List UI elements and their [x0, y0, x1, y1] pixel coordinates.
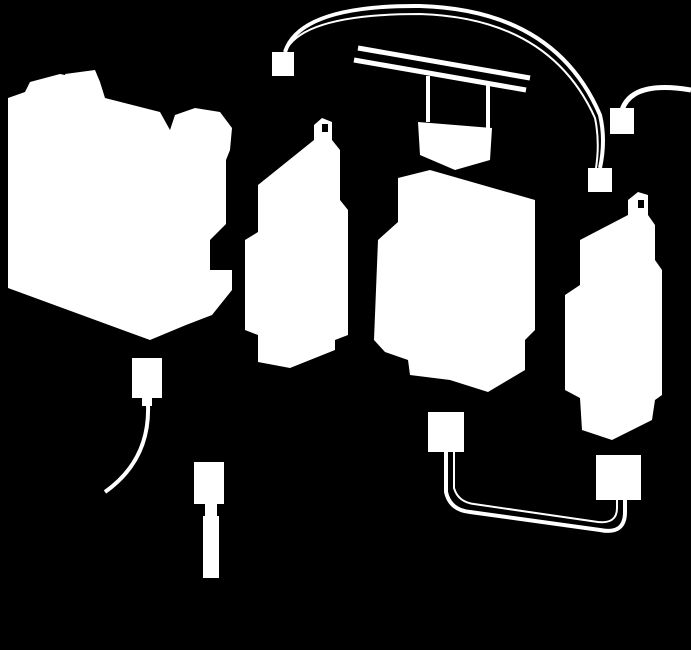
center-module	[374, 170, 535, 392]
bottom-left-cable	[103, 358, 162, 494]
cable-plug	[194, 462, 224, 578]
enclosure-cover	[8, 70, 232, 340]
left-module	[245, 118, 348, 368]
bus-bar-connector	[353, 45, 531, 170]
bottom-right-cable	[428, 412, 641, 533]
top-right-cable	[610, 85, 691, 134]
top-arc-cable	[272, 3, 612, 192]
right-module	[565, 192, 662, 440]
